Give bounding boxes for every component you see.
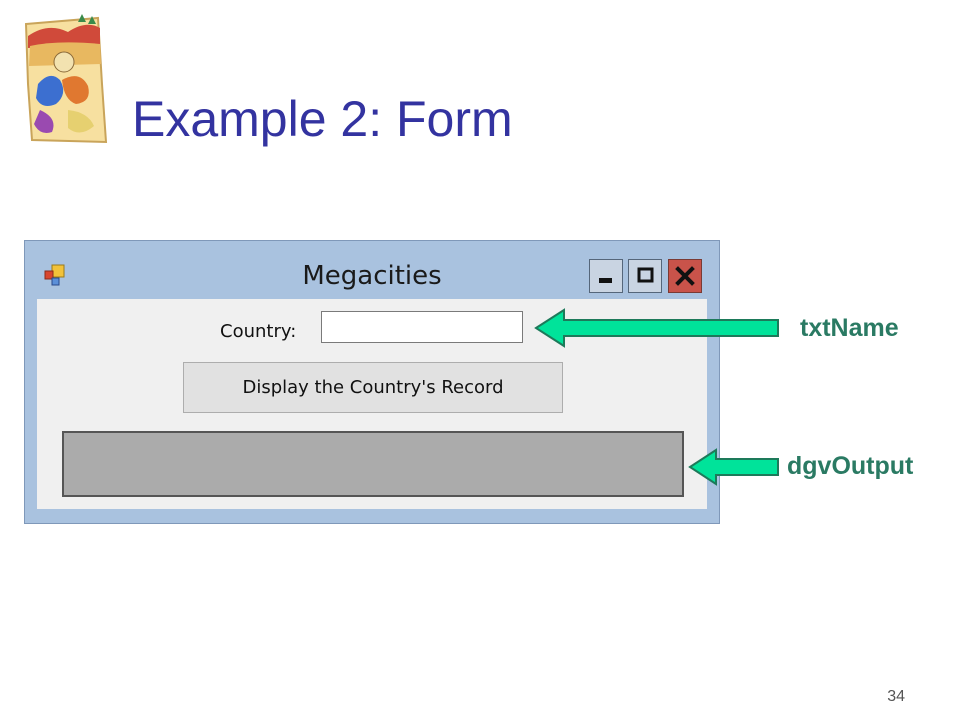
- maximize-button[interactable]: [628, 259, 662, 293]
- txtname-callout-label: txtName: [800, 314, 899, 342]
- country-label: Country:: [220, 321, 297, 342]
- dgvoutput-callout-label: dgvOutput: [787, 452, 914, 480]
- close-button[interactable]: [668, 259, 702, 293]
- decorative-clipart-icon: [18, 14, 108, 146]
- data-grid-output[interactable]: [62, 431, 684, 497]
- dgvoutput-callout-arrow: [688, 448, 779, 486]
- maximize-icon: [637, 267, 654, 283]
- window-title: Megacities: [302, 261, 442, 291]
- form-client-area: Country: Display the Country's Record: [37, 299, 707, 509]
- form-app-icon: [43, 263, 67, 287]
- minimize-button[interactable]: [589, 259, 623, 293]
- page-number: 34: [887, 688, 905, 705]
- display-record-button[interactable]: Display the Country's Record: [183, 362, 563, 413]
- form-window: Megacities Country: Display the Country'…: [24, 240, 720, 524]
- slide-title: Example 2: Form: [132, 90, 513, 147]
- txtname-callout-arrow: [534, 308, 779, 348]
- minimize-icon: [599, 278, 612, 283]
- close-icon: [675, 266, 695, 286]
- country-textbox[interactable]: [321, 311, 523, 343]
